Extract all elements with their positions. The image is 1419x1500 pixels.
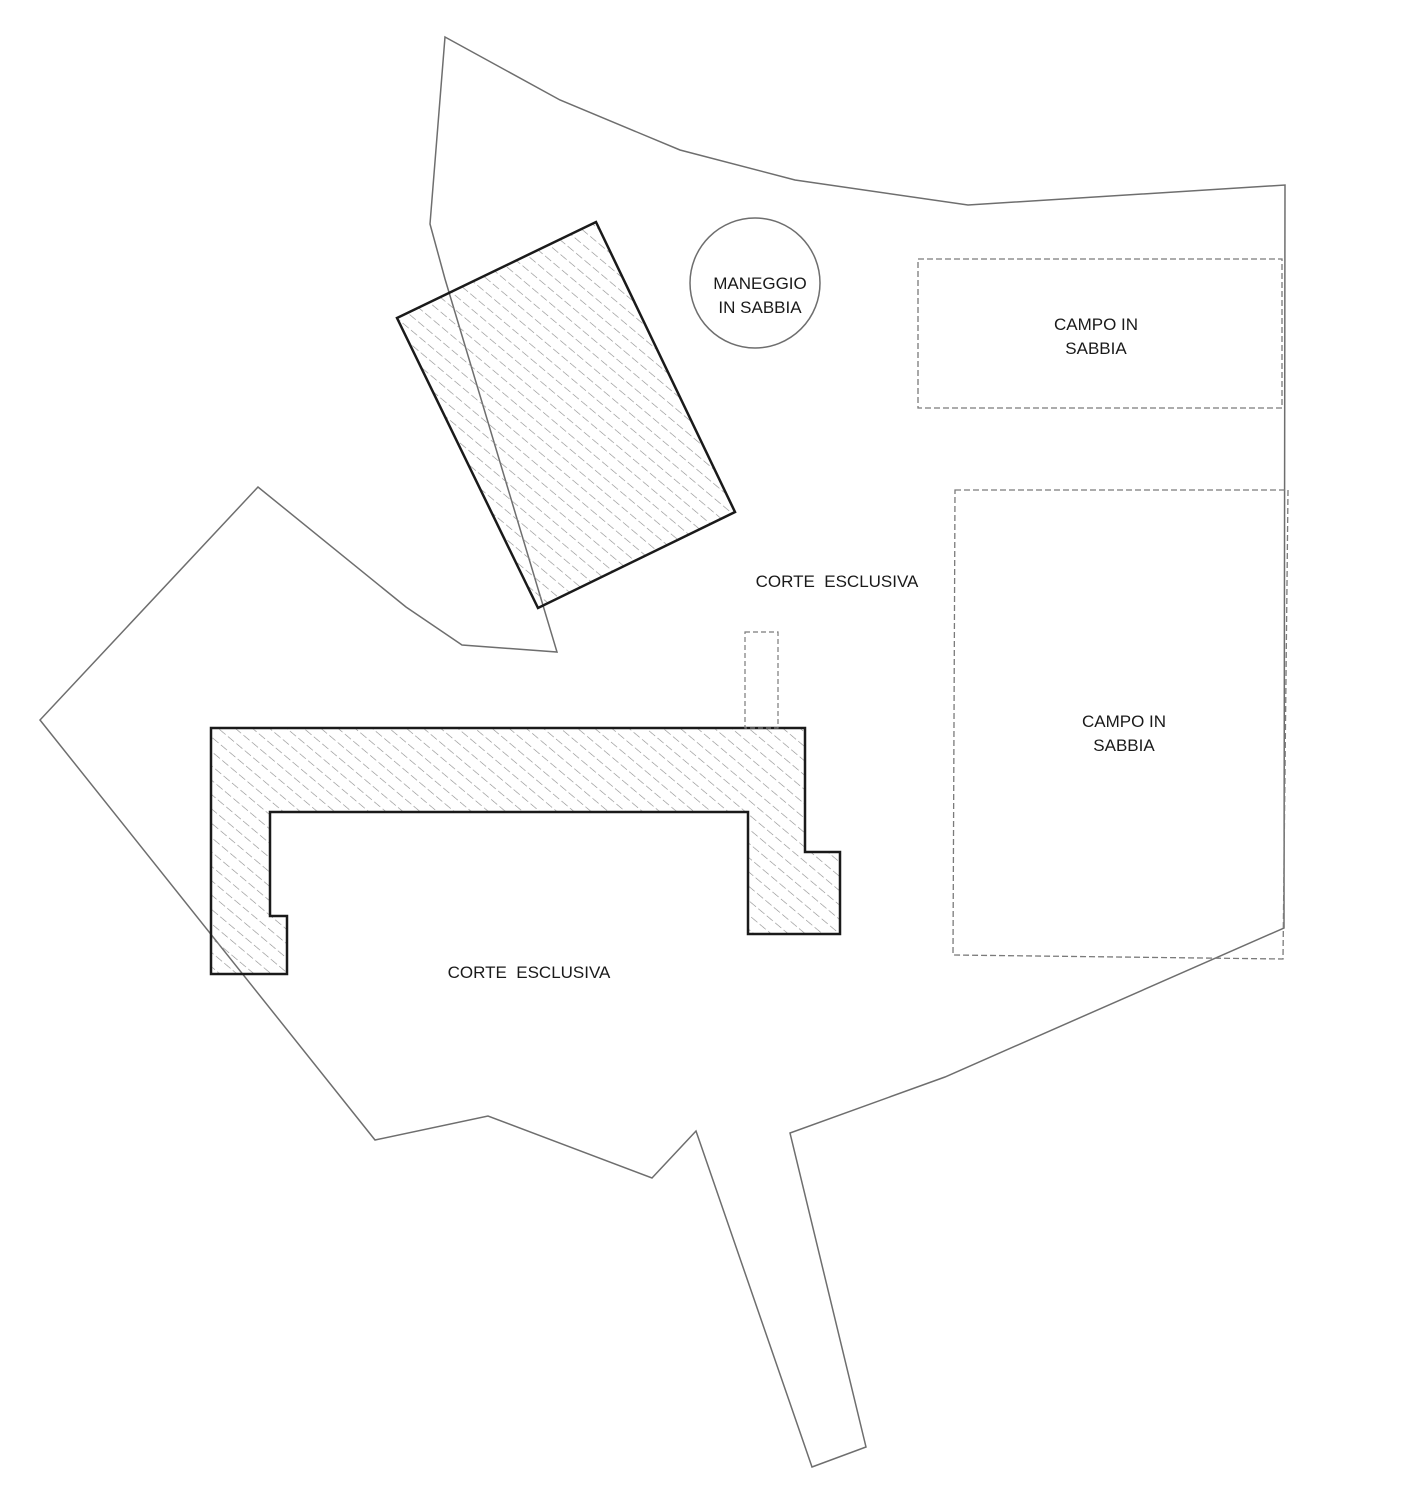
corte-upper-label: CORTE ESCLUSIVA [756,572,919,591]
campo-upper-label-line2: SABBIA [1065,339,1127,358]
campo-lower-label-line1: CAMPO IN [1082,712,1166,731]
maneggio-label-line1: MANEGGIO [713,274,807,293]
dashed-annex [744,631,779,729]
building-u-shaped [209,726,842,976]
campo-upper-label-line1: CAMPO IN [1054,315,1138,334]
campo-lower-rect [952,489,1289,960]
campo-upper-rect [917,258,1283,409]
campo-lower-label-line2: SABBIA [1093,736,1155,755]
maneggio-label-line2: IN SABBIA [718,298,802,317]
maneggio-circle [689,217,821,349]
building-rotated [395,220,737,610]
property-boundary [39,35,1286,1468]
corte-lower-label: CORTE ESCLUSIVA [448,963,611,982]
